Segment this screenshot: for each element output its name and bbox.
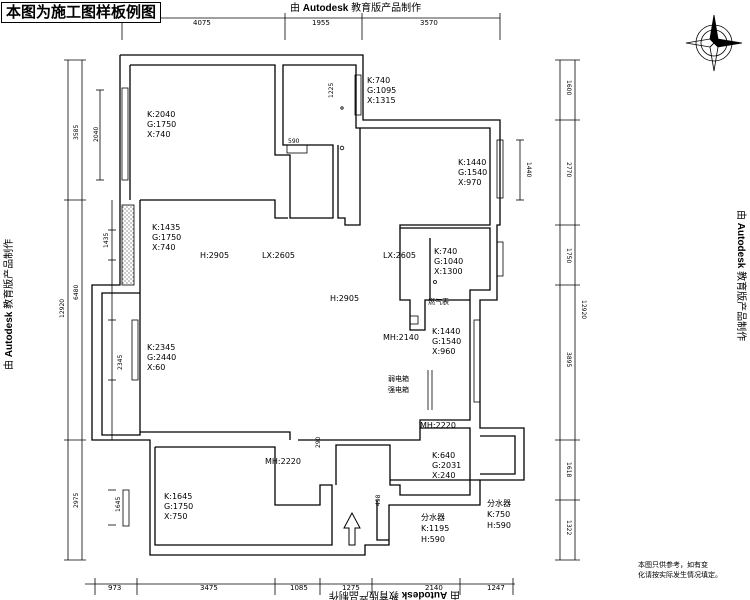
north-arrow-icon [685, 14, 743, 72]
top-dimension-line [110, 13, 501, 40]
fixtures [286, 106, 437, 410]
window-marks [121, 74, 504, 527]
left-dimension-line [64, 59, 116, 561]
entrance-arrow [343, 511, 361, 546]
right-dimension-line [516, 59, 580, 561]
walls [91, 54, 525, 556]
hatched-column [121, 204, 135, 286]
plan-title: 本图为施工图样板例图 [1, 2, 162, 23]
footnote: 本图只供参考，如有变 化请按实际发生情况填定。 [638, 561, 722, 579]
bottom-dimension-line [85, 578, 515, 595]
